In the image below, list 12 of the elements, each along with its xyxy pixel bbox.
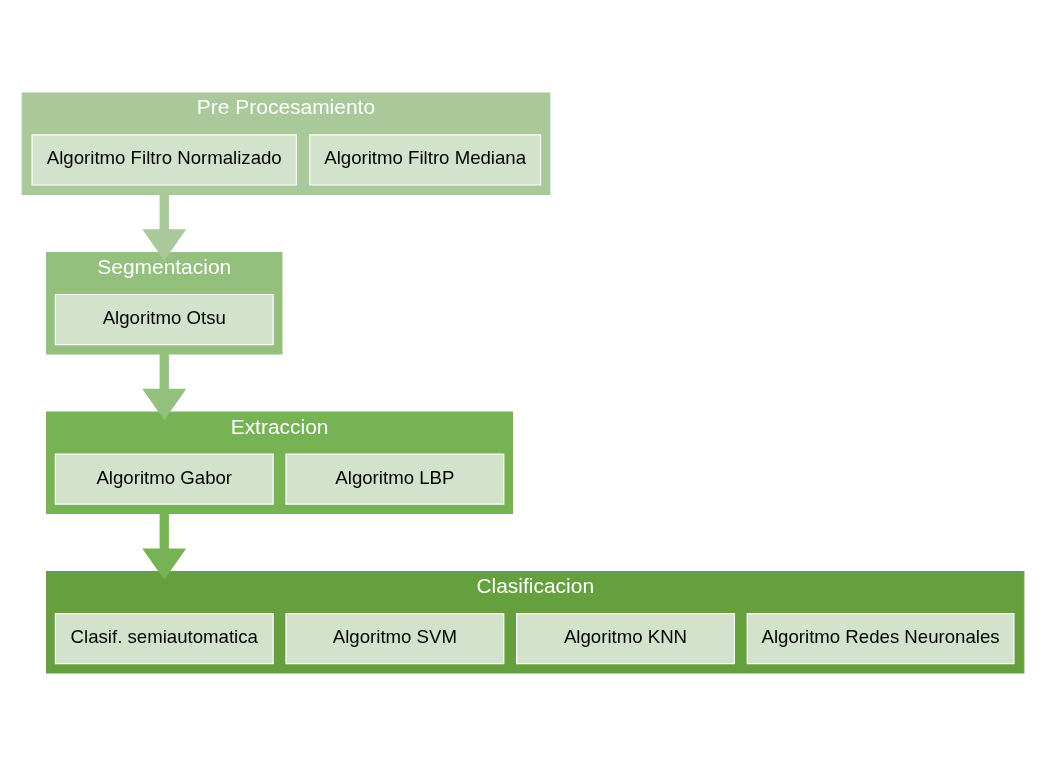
node-box: Algoritmo KNN xyxy=(516,613,735,665)
node-box: Algoritmo SVM xyxy=(285,613,505,665)
node-box: Algoritmo Otsu xyxy=(54,293,274,346)
node-box: Algoritmo LBP xyxy=(285,453,505,505)
node-box: Algoritmo Redes Neuronales xyxy=(746,613,1015,665)
arrow xyxy=(142,194,187,261)
node-box: Algoritmo Filtro Normalizado xyxy=(31,134,298,186)
node-box: Clasif. semiautomatica xyxy=(54,613,274,665)
arrow xyxy=(142,353,187,421)
arrow xyxy=(142,513,187,580)
node-box: Algoritmo Gabor xyxy=(54,453,274,505)
node-box: Algoritmo Filtro Mediana xyxy=(309,134,542,186)
